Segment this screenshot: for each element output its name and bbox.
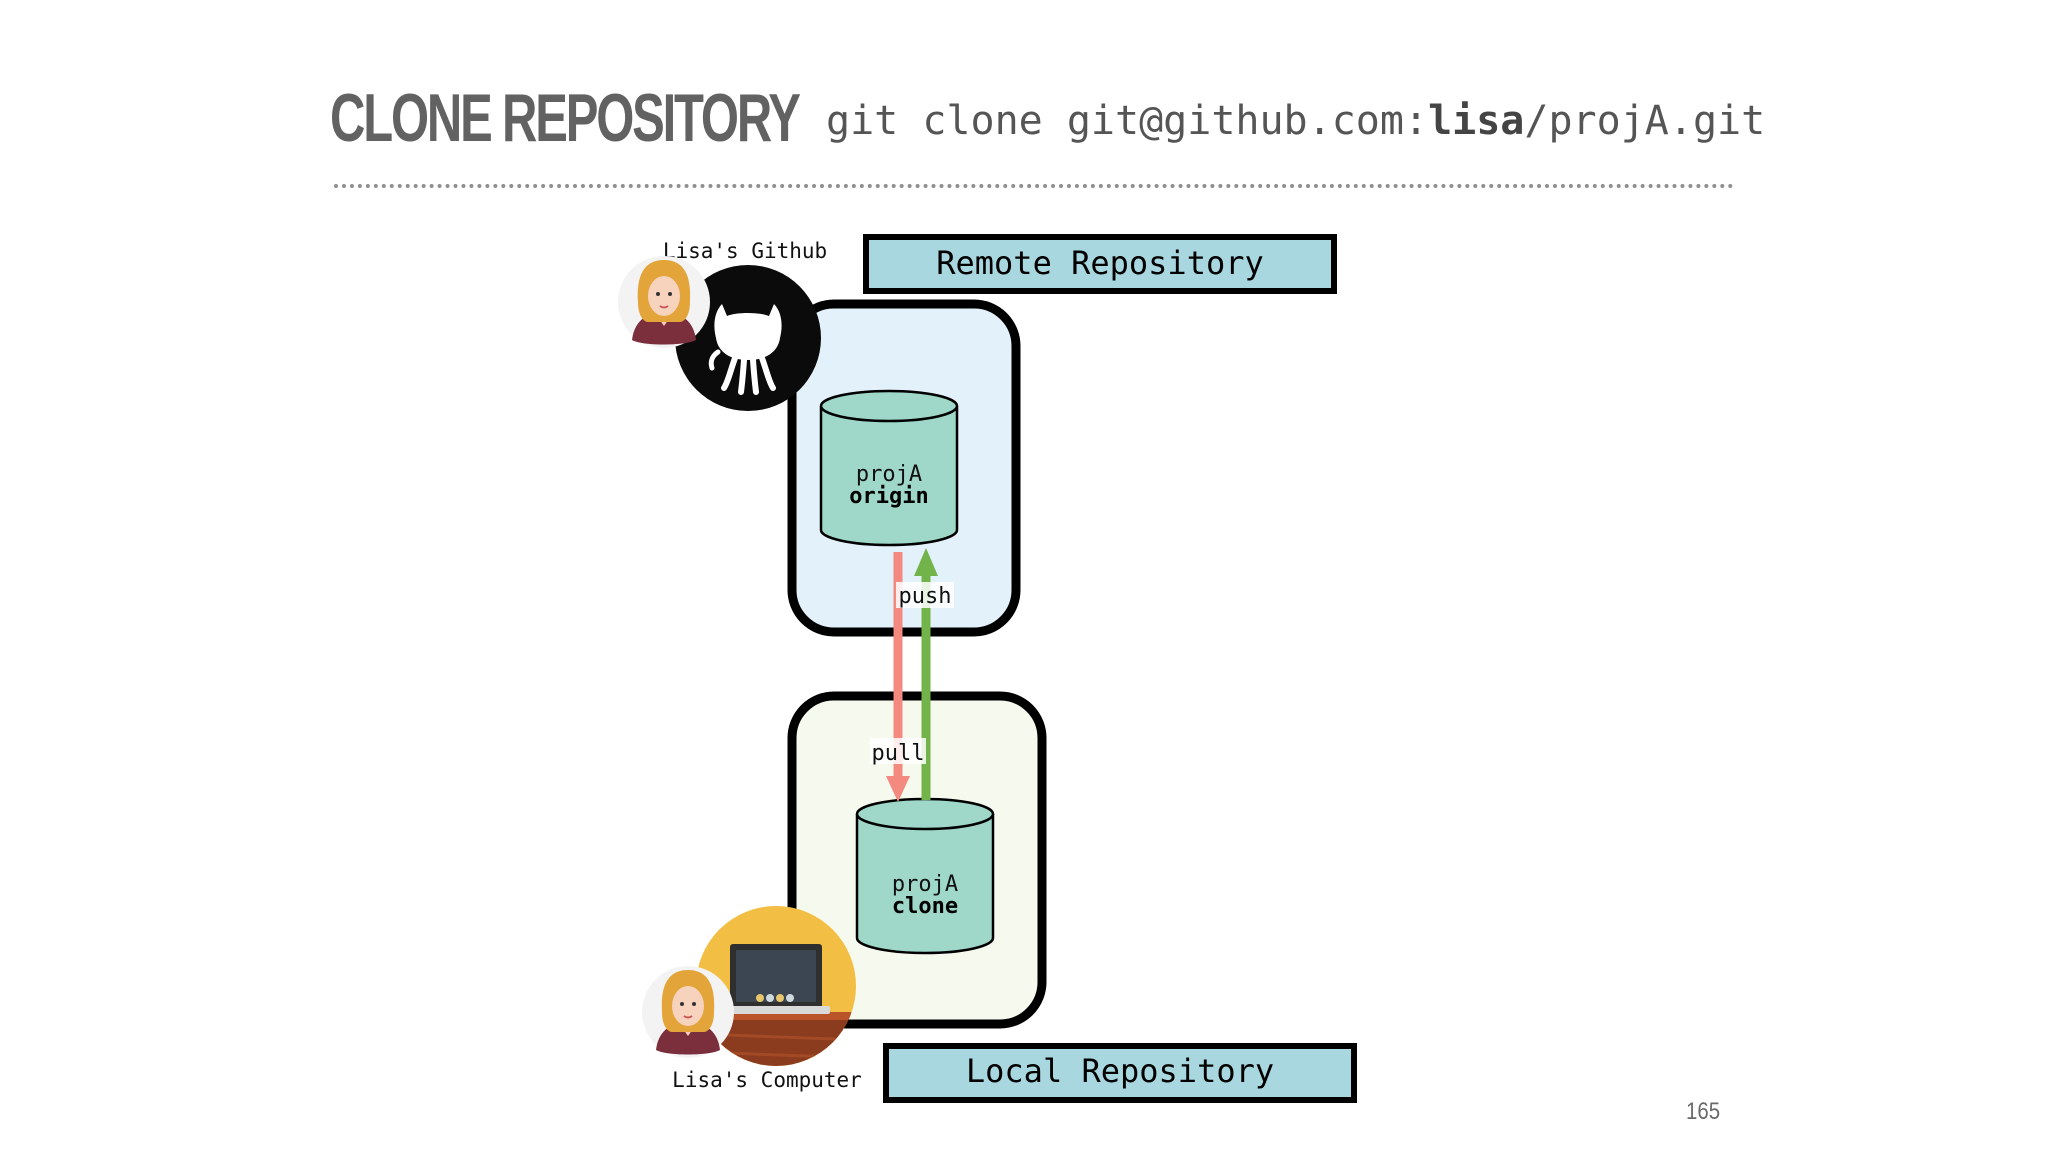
origin-repo-cylinder: projA origin bbox=[819, 389, 959, 547]
user-avatar-icon bbox=[642, 966, 734, 1058]
pull-label: pull bbox=[872, 741, 925, 766]
slide-title: CLONE REPOSITORY bbox=[330, 80, 801, 156]
clone-repo-cylinder: projA clone bbox=[855, 797, 995, 955]
github-octocat-icon bbox=[675, 265, 821, 411]
github-owner-label: Lisa's Github bbox=[663, 239, 827, 263]
git-command: git clone git@github.com:lisa/projA.git bbox=[826, 94, 1765, 148]
command-prefix: git clone git@github.com: bbox=[826, 98, 1429, 144]
remote-repository-label-text: Remote Repository bbox=[936, 244, 1264, 282]
clone-repo-name: projA bbox=[892, 872, 958, 897]
local-repository-label: Local Repository bbox=[883, 1043, 1357, 1103]
origin-repo-role: origin bbox=[849, 484, 928, 509]
page-number: 165 bbox=[1686, 1098, 1721, 1125]
local-repository-label-text: Local Repository bbox=[966, 1052, 1274, 1090]
remote-repository-label: Remote Repository bbox=[863, 234, 1337, 294]
header-divider bbox=[334, 184, 1734, 188]
laptop-icon bbox=[696, 906, 856, 1066]
user-avatar-icon bbox=[618, 256, 710, 348]
command-suffix: /projA.git bbox=[1524, 98, 1766, 144]
clone-repo-role: clone bbox=[892, 894, 958, 919]
computer-owner-label: Lisa's Computer bbox=[672, 1068, 862, 1092]
command-user: lisa bbox=[1428, 98, 1525, 144]
origin-repo-name: projA bbox=[856, 462, 922, 487]
push-label: push bbox=[899, 584, 952, 609]
